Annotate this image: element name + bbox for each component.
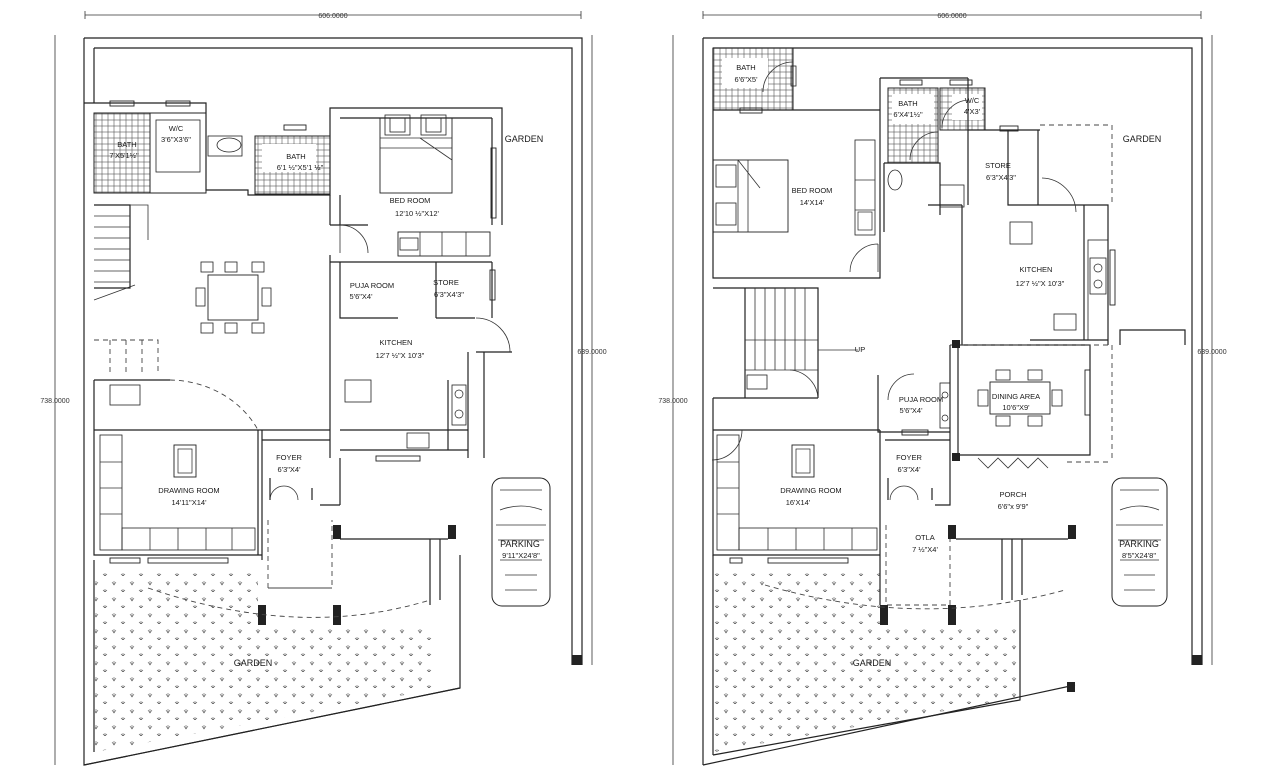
right-otla-name: OTLA [915, 533, 935, 542]
left-drawing-size: 14'11"X14' [172, 498, 208, 507]
right-bedroom-name: BED ROOM [792, 186, 833, 195]
left-drawing-sofa [99, 434, 256, 551]
left-bedroom-size: 12'10 ½"X12' [395, 209, 439, 218]
right-up-label: UP [855, 345, 865, 354]
left-foyer-size: 6'3"X4' [277, 465, 301, 474]
right-staircase [713, 287, 858, 399]
left-side-dim-label: 738.0000 [40, 398, 69, 405]
right-bath2-size: 6'X4'1½" [893, 110, 923, 119]
left-bath2-name: BATH [286, 152, 305, 161]
left-puja-size: 5'6"X4' [349, 292, 373, 301]
right-parking-car [1111, 477, 1168, 607]
right-store-size: 6'3"X4'3" [986, 173, 1016, 182]
left-side-dimension: 738.0000 [40, 35, 70, 765]
right-top-dim-label: 606.0000 [937, 13, 966, 20]
right-bath2-name: BATH [898, 99, 917, 108]
left-store-name: STORE [433, 278, 459, 287]
right-right-dim-label: 639.0000 [1197, 349, 1226, 356]
left-kitchen-counter [340, 379, 468, 451]
right-foyer-name: FOYER [896, 453, 922, 462]
right-otla-size: 7 ½"X4' [912, 545, 938, 554]
right-parking-name: PARKING [1119, 539, 1159, 549]
right-drawing-sofa [716, 434, 878, 551]
right-kitchen-name: KITCHEN [1020, 265, 1053, 274]
left-top-dim-label: 606.0000 [318, 13, 347, 20]
left-right-dim-label: 639.0000 [577, 349, 606, 356]
left-garden-bottom: GARDEN [234, 658, 273, 668]
right-porch-size: 6'6"x 9'9" [998, 502, 1029, 511]
right-top-dimension: 606.0000 [702, 11, 1202, 20]
left-kitchen-name: KITCHEN [380, 338, 413, 347]
left-right-dimension: 639.0000 [577, 35, 607, 665]
right-side-dim-label: 738.0000 [658, 398, 687, 405]
left-parking-size: 9'11"X24'8" [502, 551, 540, 560]
left-puja-name: PUJA ROOM [350, 281, 394, 290]
left-bedroom-name: BED ROOM [390, 196, 431, 205]
right-right-dimension: 639.0000 [1197, 35, 1227, 665]
right-wc-name: W/C [965, 96, 980, 105]
left-wc-name: W/C [169, 124, 184, 133]
left-bath1-floor [93, 112, 151, 194]
left-wc-size: 3'6"X3'6" [161, 135, 191, 144]
right-dining-name: DINING AREA [992, 392, 1040, 401]
left-garden-area [95, 572, 432, 752]
right-bedroom-furniture [712, 139, 876, 236]
left-bedroom-furniture [379, 114, 491, 257]
right-dining-table [957, 344, 1091, 469]
right-parking-size: 8'5"X24'8" [1122, 551, 1156, 560]
right-kitchen-size: 12'7 ½"X 10'3" [1016, 279, 1065, 288]
right-bath1-size: 6'6"X5' [734, 75, 758, 84]
right-garden-bottom: GARDEN [853, 658, 892, 668]
right-plan: 606.0000 738.0000 639.0000 BATH 6'6"X5' [658, 11, 1227, 766]
left-bath1-size: 7'X5'1½" [109, 151, 139, 160]
right-puja-size: 5'6"X4' [899, 406, 923, 415]
right-drawing-name: DRAWING ROOM [780, 486, 841, 495]
right-side-dimension: 738.0000 [658, 35, 688, 765]
right-kitchen-counter [1009, 221, 1116, 341]
left-dining-table [195, 261, 272, 334]
left-staircase [93, 204, 159, 375]
left-store-size: 6'3"X4'3" [434, 290, 464, 299]
left-parking-name: PARKING [500, 539, 540, 549]
left-foyer-name: FOYER [276, 453, 302, 462]
left-garden-right: GARDEN [505, 134, 544, 144]
left-plan: 606.0000 738.0000 639.0000 BATH 7'X5' [40, 11, 607, 766]
right-dining-size: 10'6"X9' [1002, 403, 1030, 412]
right-wc-size: 4'X3' [964, 107, 981, 116]
left-bath2-size: 6'1 ½"X5'1 ½" [277, 163, 324, 172]
right-bath1-name: BATH [736, 63, 755, 72]
right-drawing-size: 16'X14' [786, 498, 811, 507]
left-kitchen-size: 12'7 ½"X 10'3" [376, 351, 425, 360]
left-bath1-name: BATH [117, 140, 136, 149]
right-foyer-size: 6'3"X4' [897, 465, 921, 474]
left-drawing-name: DRAWING ROOM [158, 486, 219, 495]
right-store-name: STORE [985, 161, 1011, 170]
right-bedroom-size: 14'X14' [800, 198, 825, 207]
right-garden-area [714, 572, 1018, 752]
right-puja-name: PUJA ROOM [899, 395, 943, 404]
left-parking-car [491, 477, 551, 607]
right-porch-name: PORCH [999, 490, 1026, 499]
right-garden-right: GARDEN [1123, 134, 1162, 144]
left-top-dimension: 606.0000 [84, 11, 582, 20]
